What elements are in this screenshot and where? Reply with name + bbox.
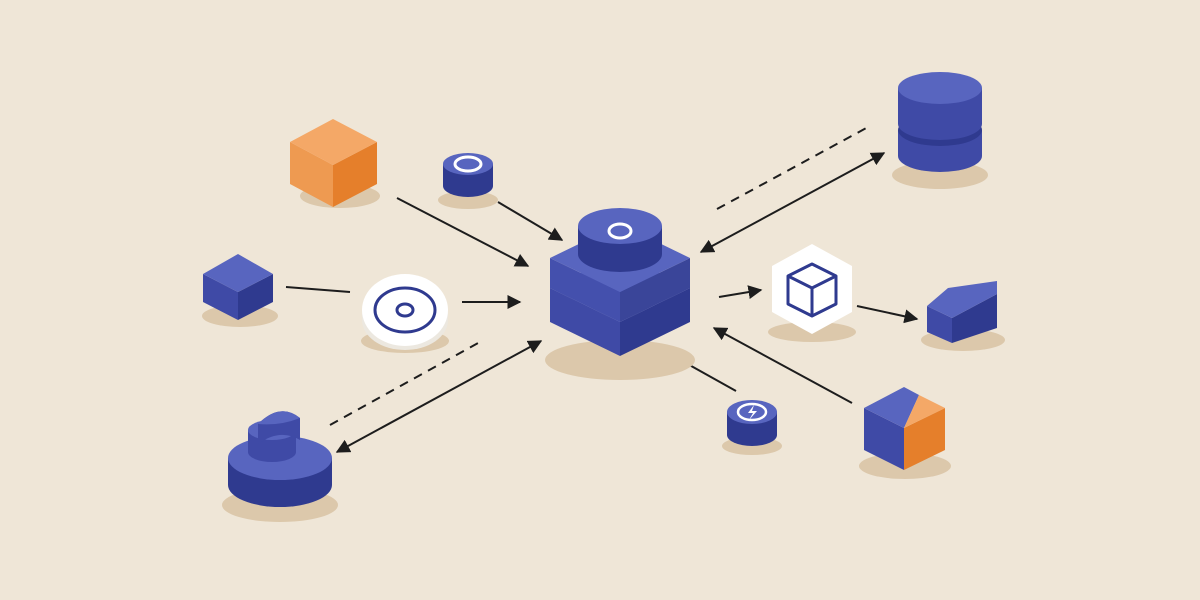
white-disc-left-top (362, 274, 448, 346)
dashed-guide-database (716, 125, 871, 210)
bolt-cylinder-ring (736, 402, 768, 422)
blue-cube-left-right-face (238, 274, 273, 320)
edge-two-tone-cube-to-hub (712, 327, 853, 404)
wedge-right-face (952, 294, 997, 343)
orange-cube-top-face (290, 119, 377, 165)
stepped-cylinder-bottom-left (222, 411, 338, 522)
orange-cube (290, 119, 380, 208)
hub-base-right-face (620, 288, 690, 356)
wedge-top-face (927, 281, 997, 318)
two-tone-cube-left-face (864, 408, 904, 470)
hub-ring-icon (607, 222, 633, 240)
small-cylinder-top-shadow (438, 191, 498, 209)
two-tone-cube-top-orange (904, 395, 945, 428)
stepped-cylinder-dome-top (258, 411, 300, 425)
white-hex-cube-badge (768, 244, 856, 342)
white-disc-left (361, 274, 449, 353)
hub-base-left-face (550, 288, 620, 356)
dashed-guide-bottom-left (329, 341, 481, 426)
central-hub (545, 208, 695, 380)
edge-top-cylinder-to-hub (497, 201, 564, 241)
small-cylinder-top-cap (443, 153, 493, 175)
connectors (285, 125, 919, 453)
wedge-left-face (927, 306, 952, 343)
central-hub-shadow (545, 340, 695, 380)
two-tone-cube-right-face (904, 408, 945, 470)
blue-cube-left (202, 254, 278, 327)
edge-orange-cube-to-hub (396, 197, 530, 267)
hub-dial-cap (578, 208, 662, 244)
edge-hex-badge-to-wedge (856, 305, 919, 324)
target-icon (373, 286, 437, 334)
wedge-block (921, 281, 1005, 351)
small-cylinder-bolt (722, 400, 782, 455)
hub-mid-left-face (550, 258, 620, 322)
edge-database-to-hub (699, 152, 886, 253)
two-tone-cube (859, 387, 951, 479)
hub-mid-right-face (620, 258, 690, 322)
lightning-bolt-icon (748, 405, 757, 420)
small-cylinder-top (438, 153, 498, 209)
two-tone-cube-top-blue (864, 387, 919, 428)
edge-blue-cube-to-disc (285, 286, 351, 293)
database-upper-top (898, 72, 982, 104)
ring-icon (453, 155, 483, 173)
edge-hub-to-hex-badge (718, 285, 763, 299)
blue-cube-left-left-face (203, 274, 238, 320)
orange-cube-left-face (290, 142, 333, 207)
database-stack (892, 72, 988, 189)
blue-cube-left-top-face (203, 254, 273, 292)
orange-cube-right-face (333, 142, 377, 207)
target-icon-center (395, 302, 415, 318)
cube-outline-icon (786, 262, 838, 318)
edge-bottom-left-cylinder-to-hub (335, 340, 543, 453)
